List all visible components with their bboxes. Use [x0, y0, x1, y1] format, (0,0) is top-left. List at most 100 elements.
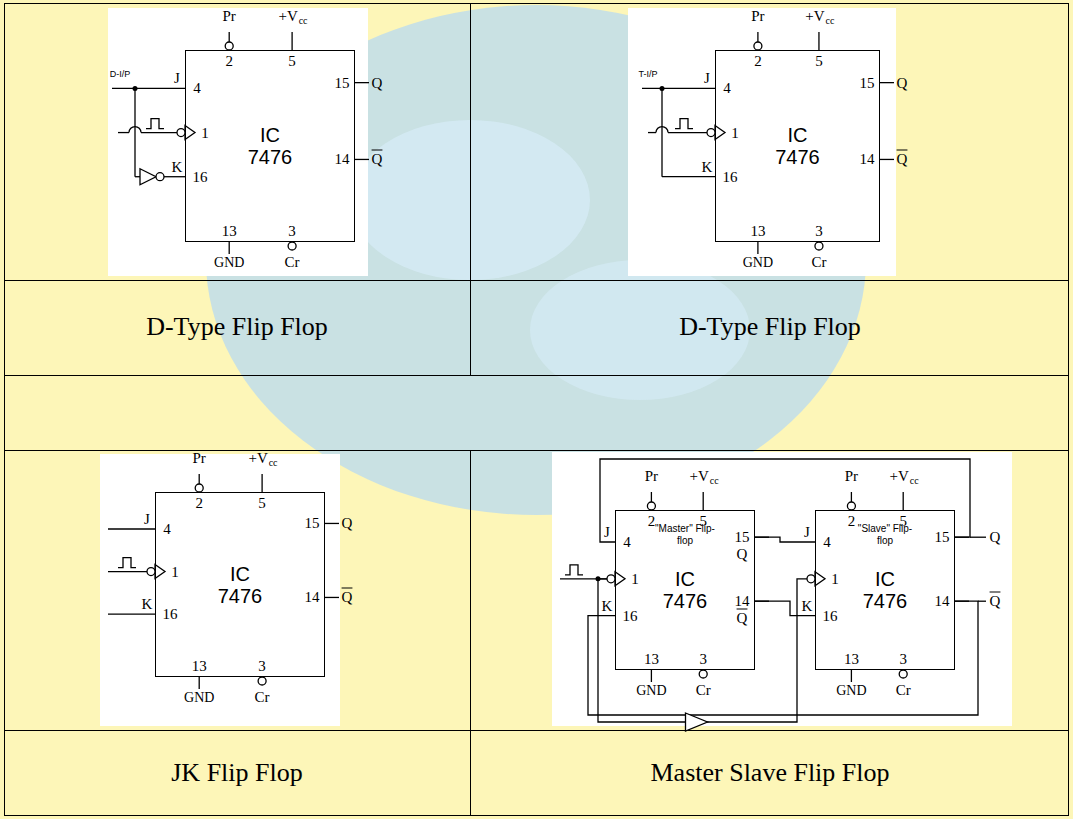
pin-number: 15 — [935, 530, 950, 545]
wire — [229, 32, 230, 42]
pin-number: 1 — [171, 564, 179, 579]
inversion-bubble — [899, 670, 907, 678]
inversion-bubble — [607, 575, 615, 583]
pin-number: 3 — [899, 652, 907, 667]
wire — [955, 601, 969, 602]
connector — [588, 601, 978, 715]
supply-subscript: cc — [910, 476, 919, 486]
ic-label: IC 7476 — [211, 563, 269, 607]
pin-name: J — [174, 71, 180, 86]
wire — [880, 82, 894, 83]
wire — [108, 528, 155, 529]
wire — [757, 242, 758, 254]
pin-name: GND — [184, 691, 214, 705]
pin-number: 14 — [860, 152, 875, 167]
pin-name: GND — [214, 256, 244, 270]
pin-name: GND — [636, 684, 666, 698]
pin-name: Q — [737, 547, 748, 562]
wire — [648, 132, 656, 133]
pin-number: 1 — [631, 571, 639, 586]
ic-label: IC 7476 — [769, 124, 827, 168]
pin-name: Pr — [223, 9, 236, 24]
pin-number: 3 — [815, 224, 823, 239]
wire — [851, 492, 852, 502]
clock-pulse-symbol — [146, 119, 164, 129]
ic-box: IC 7476 — [185, 50, 355, 242]
pin-number: 16 — [823, 608, 838, 623]
pin-name: Q — [990, 530, 1001, 545]
flip-flop-heading: "Slave" Flip-flop — [853, 523, 917, 546]
pin-number: 14 — [335, 152, 350, 167]
pin-name: K — [602, 598, 613, 613]
pin-name: Q — [372, 75, 383, 90]
supply-subscript: cc — [269, 458, 278, 468]
wire — [164, 176, 185, 177]
wire — [135, 176, 140, 177]
pin-number: 4 — [623, 535, 631, 550]
wire — [662, 176, 715, 177]
pin-name: Cr — [811, 255, 826, 270]
inversion-bubble — [258, 677, 266, 685]
pin-name: Pr — [645, 469, 658, 484]
pin-number: 4 — [823, 535, 831, 550]
pin-number: 4 — [163, 522, 171, 537]
wire — [355, 82, 369, 83]
pin-name: GND — [836, 684, 866, 698]
supply-name: +V — [890, 469, 909, 484]
inversion-bubble — [647, 502, 655, 510]
ic-label: IC 7476 — [856, 568, 914, 612]
buffer-symbol — [686, 713, 708, 731]
wire — [955, 537, 969, 538]
wire — [661, 88, 662, 176]
ic-box: "Slave" Flip-flop IC 7476 — [815, 510, 955, 670]
wire — [757, 32, 758, 42]
inversion-bubble — [847, 502, 855, 510]
wire — [108, 613, 155, 614]
pin-name: Pr — [845, 469, 858, 484]
pin-number: 1 — [731, 125, 739, 140]
pin-number: 13 — [222, 224, 237, 239]
wire — [325, 523, 339, 524]
wire — [108, 571, 147, 572]
wire-crossover — [129, 127, 141, 133]
pin-number: 2 — [754, 54, 762, 69]
inversion-bubble — [815, 242, 823, 250]
supply-name: +V — [248, 451, 267, 466]
wire-crossover — [656, 127, 668, 133]
pin-number: 15 — [335, 75, 350, 90]
pin-name: Q — [342, 590, 353, 605]
pin-number: 16 — [623, 608, 638, 623]
pin-name: Cr — [696, 683, 711, 698]
wire — [755, 537, 769, 538]
wire — [199, 474, 200, 484]
pin-number: 4 — [723, 81, 731, 96]
pin-number: 2 — [848, 514, 856, 529]
ic-label: IC 7476 — [656, 568, 714, 612]
pin-name: K — [172, 159, 183, 174]
table-caption: D-Type Flip Flop — [679, 314, 861, 340]
pin-number: 16 — [193, 169, 208, 184]
pin-name: Q — [897, 75, 908, 90]
input-name: D-I/P — [110, 70, 131, 79]
wire — [651, 670, 652, 682]
pin-name: Q — [372, 152, 383, 167]
pin-number: 13 — [644, 652, 659, 667]
schematic-ground — [100, 454, 340, 726]
wire — [112, 88, 185, 89]
supply-subscript: cc — [710, 476, 719, 486]
pin-name: Pr — [751, 9, 764, 24]
wire — [903, 492, 904, 510]
pin-number: 5 — [288, 54, 296, 69]
wire — [818, 32, 819, 50]
inversion-bubble — [177, 129, 185, 137]
pin-number: 1 — [831, 571, 839, 586]
pin-number: 5 — [899, 514, 907, 529]
wire — [755, 601, 769, 602]
ic-label: IC 7476 — [241, 124, 299, 168]
pin-name: GND — [743, 256, 773, 270]
input-name: T-I/P — [638, 70, 657, 79]
flip-flop-heading: "Master" Flip-flop — [653, 523, 717, 546]
inversion-bubble — [288, 242, 296, 250]
